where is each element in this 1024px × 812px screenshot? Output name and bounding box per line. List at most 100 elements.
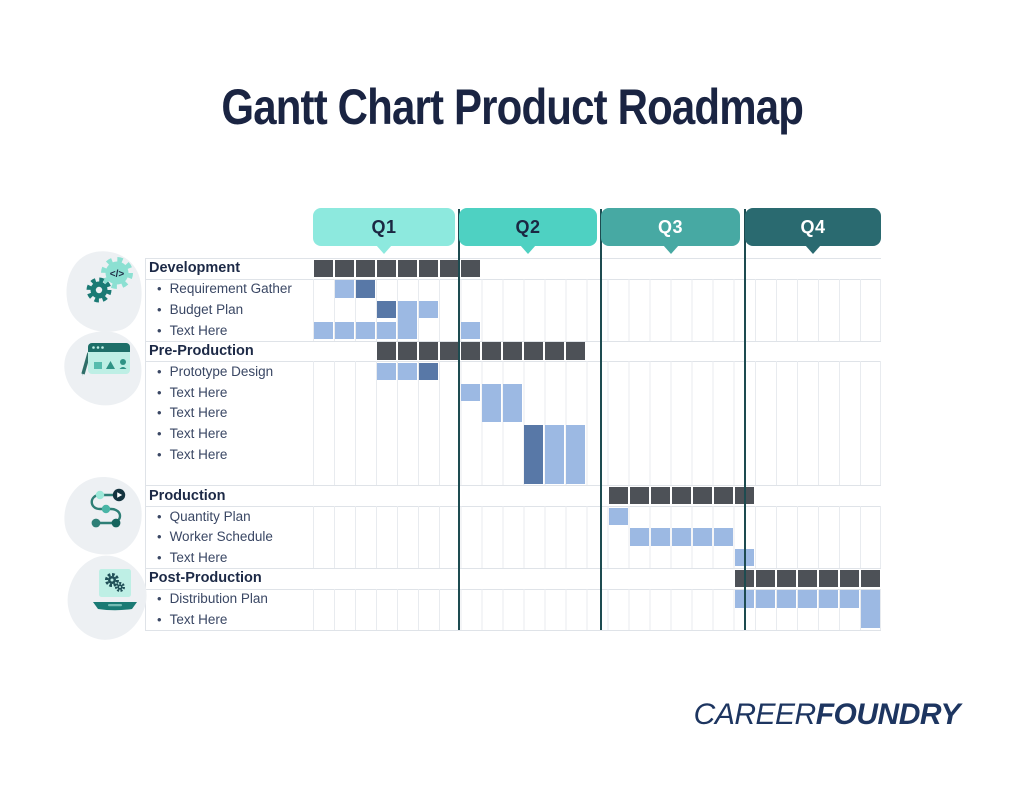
- section-label: Development: [146, 258, 316, 279]
- gantt-bar-cell: [629, 486, 649, 505]
- bullet: •: [157, 446, 162, 462]
- label-text: Worker Schedule: [169, 529, 273, 545]
- gantt-bar-cell: [461, 342, 481, 360]
- gantt-bar: [461, 383, 481, 402]
- gantt-bar-cell: [713, 486, 733, 505]
- gantt-bar-cell: [776, 590, 796, 608]
- gantt-bar: [335, 280, 355, 298]
- quarter-header-q2: Q2: [459, 208, 597, 254]
- gantt-bar: [398, 362, 418, 381]
- gantt-bar-cell: [377, 321, 397, 340]
- gantt-bar-cell: [755, 590, 775, 608]
- quarter-label: Q4: [800, 216, 826, 237]
- gantt-bar: [377, 362, 397, 381]
- bullet: •: [157, 322, 162, 338]
- gantt-grid: [313, 258, 881, 630]
- gantt-bar-cell: [503, 342, 523, 360]
- label-column-border: [145, 258, 146, 630]
- gantt-bar: [608, 507, 628, 526]
- task-label: •Text Here: [146, 403, 324, 424]
- gantt-bar: [545, 424, 565, 484]
- section-divider-line: [145, 340, 881, 342]
- gantt-bar: [503, 383, 523, 422]
- gantt-bar: [734, 590, 859, 608]
- svg-text:</>: </>: [110, 269, 125, 280]
- quarter-pointer: [662, 245, 679, 254]
- gantt-bar-cell: [860, 590, 880, 629]
- gantt-bar-cell: [713, 528, 733, 546]
- bullet: •: [157, 384, 162, 400]
- label-text: Requirement Gather: [169, 281, 292, 297]
- task-label: •Budget Plan: [146, 299, 324, 320]
- gantt-bar: [314, 321, 397, 340]
- label-text: Text Here: [169, 322, 228, 338]
- gantt-bar-cell: [419, 342, 439, 360]
- gantt-bar: [419, 362, 439, 381]
- section-divider-line: [145, 568, 881, 569]
- gantt-bar-cell: [335, 321, 355, 340]
- gantt-bar-cell: [398, 362, 418, 381]
- gantt-bar: [377, 342, 586, 360]
- bullet: •: [157, 364, 162, 380]
- task-label: •Quantity Plan: [146, 506, 324, 527]
- task-label: •Requirement Gather: [146, 279, 324, 300]
- gantt-bar: [860, 590, 880, 629]
- gantt-bar-cell: [335, 259, 355, 278]
- gantt-bar-cell: [356, 321, 376, 340]
- gantt-bar-cell: [608, 486, 628, 505]
- gantt-bar-cell: [503, 383, 523, 422]
- grid-column-stripes: [313, 506, 881, 568]
- quarter-pointer: [520, 245, 536, 254]
- task-label: •Text Here: [146, 609, 324, 630]
- gantt-bar: [461, 321, 481, 340]
- gantt-bar-cell: [440, 342, 460, 360]
- development-icon: </>: [86, 257, 133, 303]
- gantt-bar-cell: [524, 342, 544, 360]
- section-label: Pre-Production: [146, 341, 316, 362]
- gantt-bar: [629, 528, 733, 546]
- gantt-bar-cell: [461, 321, 481, 340]
- task-label: • Worker Schedule: [146, 527, 324, 548]
- label-text: Distribution Plan: [169, 591, 268, 607]
- gantt-bar-cell: [797, 590, 817, 608]
- gantt-bar-cell: [629, 528, 649, 546]
- production-icon: [90, 488, 126, 528]
- label-text: Prototype Design: [169, 364, 274, 380]
- quarter-label: Q3: [657, 216, 683, 237]
- task-labels: Development•Requirement Gather•Budget Pl…: [146, 258, 313, 630]
- post-production-icon: [93, 569, 137, 611]
- label-text: Post-Production: [149, 570, 262, 587]
- bullet: •: [157, 302, 162, 318]
- section-divider-line: [145, 258, 881, 259]
- gantt-bar-cell: [377, 362, 397, 381]
- bullet: •: [157, 529, 162, 545]
- label-text: Text Here: [169, 405, 228, 421]
- gantt-bar-cell: [398, 259, 418, 278]
- gantt-bar-cell: [650, 528, 670, 546]
- quarter-header-q3: Q3: [601, 208, 740, 254]
- logo-career: CAREER: [693, 698, 817, 731]
- label-text: Text Here: [169, 426, 228, 442]
- gantt-bar: [314, 259, 481, 278]
- gantt-bar-cell: [545, 342, 565, 360]
- quarter-pointer: [805, 245, 821, 254]
- label-text: Production: [149, 487, 226, 504]
- bullet: •: [157, 591, 162, 607]
- page-title-wrap: Gantt Chart Product Roadmap: [0, 78, 1024, 136]
- gantt-bar-cell: [377, 300, 397, 319]
- gantt-bar-cell: [818, 590, 838, 608]
- gantt-bar: [398, 300, 418, 340]
- quarter-divider-line: [600, 209, 602, 630]
- pre-production-icon: [81, 343, 130, 376]
- gantt-bar-cell: [671, 528, 691, 546]
- quarter-label: Q1: [371, 216, 397, 237]
- label-text: Text Here: [169, 384, 228, 400]
- gantt-bar: [524, 424, 544, 484]
- gantt-bar-cell: [839, 590, 859, 608]
- task-label: •Text Here: [146, 423, 324, 444]
- quarter-divider-line: [744, 209, 746, 630]
- section-divider-line: [145, 485, 881, 487]
- gantt-bar-cell: [398, 342, 418, 360]
- gantt-bar-cell: [545, 424, 565, 484]
- bullet: •: [157, 550, 162, 566]
